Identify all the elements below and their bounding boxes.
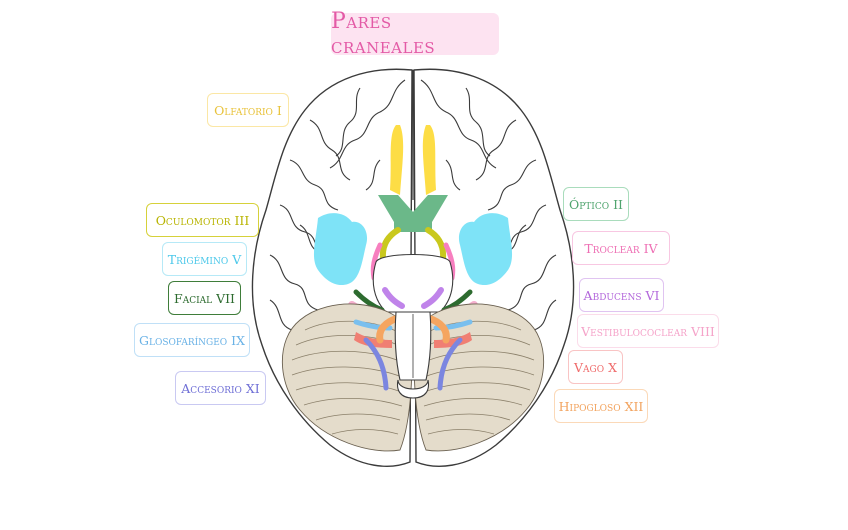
optic-chiasm xyxy=(378,195,448,232)
vagus-nerve-right xyxy=(434,332,472,348)
glossopharyngeal-nerve-right xyxy=(433,319,473,331)
label-glosofaringeo: Glosofaríngeo IX xyxy=(134,323,250,357)
label-oculomotor: Oculomotor III xyxy=(146,203,259,237)
label-vago: Vago X xyxy=(568,350,623,384)
hypoglossal-nerve-left xyxy=(376,314,402,344)
accessory-nerve-left xyxy=(363,337,389,391)
pons xyxy=(372,253,454,313)
label-facial: Facial VII xyxy=(168,281,241,315)
label-troclear: Troclear IV xyxy=(572,231,670,265)
vagus-nerve-left xyxy=(354,332,392,348)
label-hipogloso: Hipogloso XII xyxy=(554,389,648,423)
hypoglossal-nerve-right xyxy=(424,314,450,344)
olfactory-nerve-right xyxy=(422,125,436,195)
accessory-nerve-right xyxy=(437,337,463,391)
label-accesorio: Accesorio XI xyxy=(175,371,266,405)
label-trigemino: Trigémino V xyxy=(162,242,247,276)
label-vestibulococlear: Vestibulococlear VIII xyxy=(577,314,719,348)
trigeminal-nerve-left xyxy=(313,213,368,286)
olfactory-nerve-left xyxy=(390,125,404,195)
abducens-nerve-left xyxy=(382,287,405,309)
abducens-nerve-right xyxy=(421,287,444,309)
spinal-cord xyxy=(396,379,430,399)
label-abducens: Abducens VI xyxy=(579,278,664,312)
label-optico: Óptico II xyxy=(563,187,629,221)
oculomotor-nerve-right xyxy=(425,227,447,261)
oculomotor-nerve-left xyxy=(379,227,401,261)
label-olfatorio: Olfatorio I xyxy=(207,93,289,127)
glossopharyngeal-nerve-left xyxy=(353,319,393,331)
diagram-title: Pares craneales xyxy=(331,9,499,59)
trigeminal-nerve-right xyxy=(458,213,513,286)
